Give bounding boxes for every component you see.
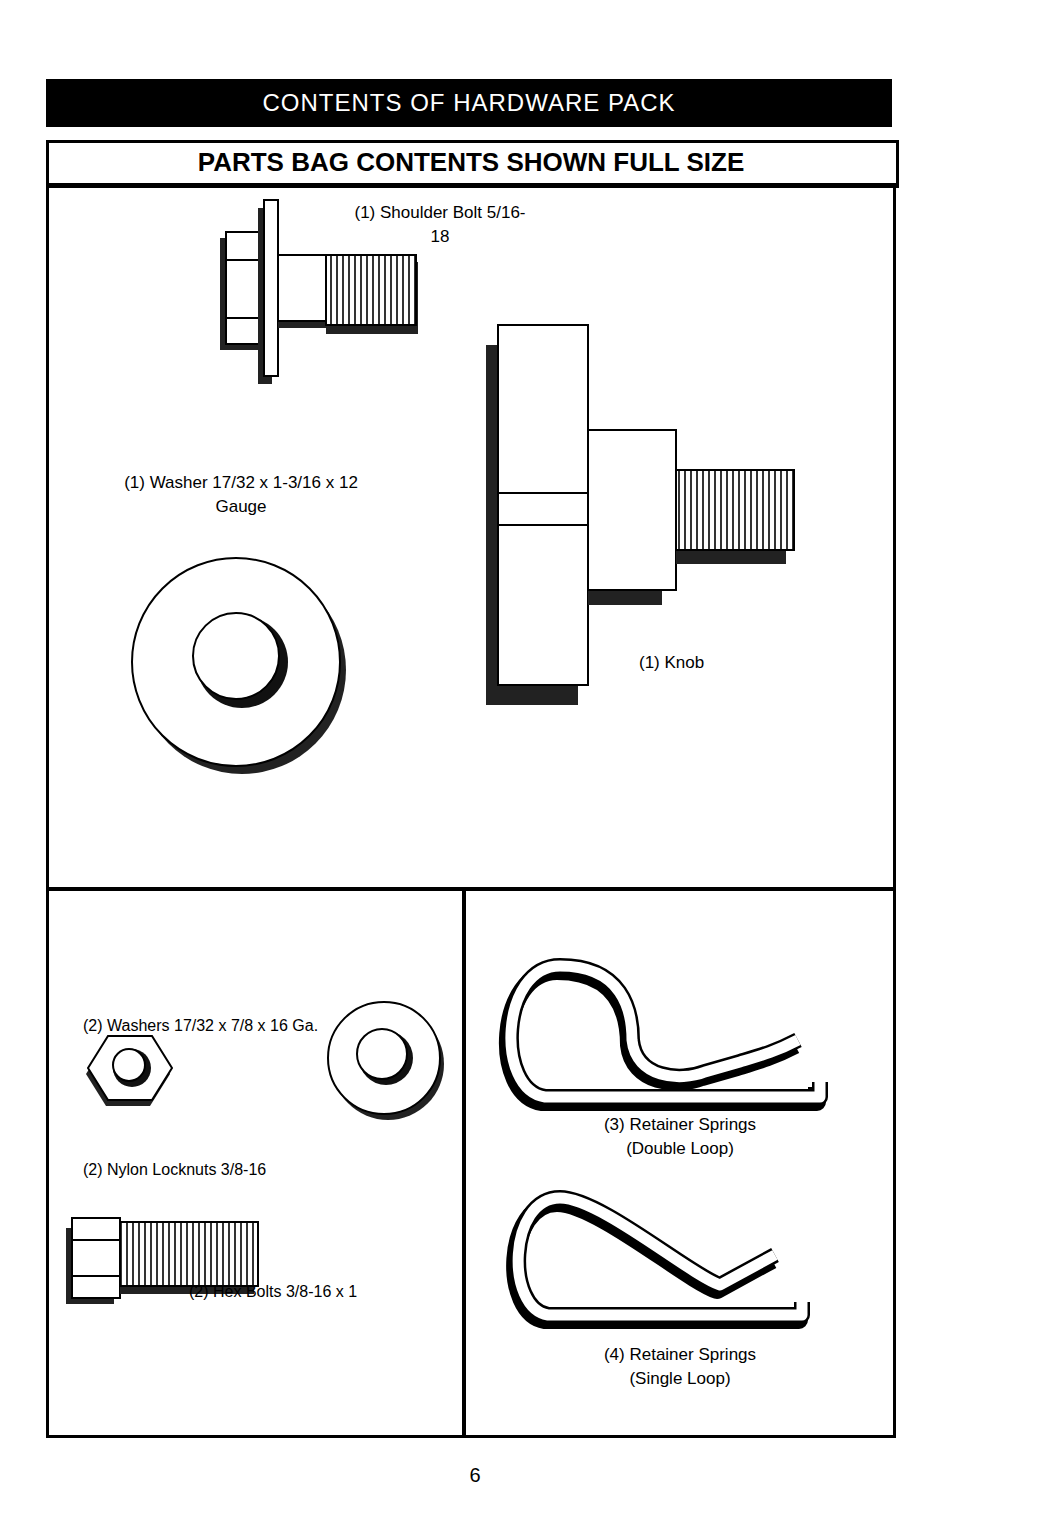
part-label: (1) Washer 17/32 x 1-3/16 x 12 Gauge: [116, 471, 366, 519]
page-number: 6: [460, 1464, 490, 1487]
part-label: (2) Nylon Locknuts 3/8-16: [83, 1159, 363, 1181]
part-label: (2) Hex Bolts 3/8-16 x 1: [189, 1281, 439, 1303]
double-loop-retainer-spring: [508, 966, 820, 1102]
shoulder-bolt: [220, 200, 418, 384]
parts-panel: (3) Retainer Springs (Double Loop) (4) Re…: [463, 888, 896, 1438]
part-label: (1) Knob: [639, 651, 759, 675]
header-band: PARTS BAG CONTENTS SHOWN FULL SIZE: [46, 140, 899, 188]
page-title: CONTENTS OF HARDWARE PACK: [46, 79, 892, 127]
part-label: (3) Retainer Springs (Double Loop): [580, 1113, 780, 1161]
title-bar: [46, 79, 892, 127]
knob: [486, 325, 794, 705]
parts-panel: (1) Shoulder Bolt 5/16-18 (1) Washer 17/3…: [46, 183, 896, 890]
parts-panel: (2) Washers 17/32 x 7/8 x 16 Ga. (2) Nylo…: [46, 888, 465, 1438]
part-label: (2) Washers 17/32 x 7/8 x 16 Ga.: [83, 1015, 383, 1037]
panel-heading: PARTS BAG CONTENTS SHOWN FULL SIZE: [49, 143, 893, 182]
small-washer: [328, 1002, 444, 1120]
part-label: (4) Retainer Springs (Single Loop): [580, 1343, 780, 1391]
nylon-locknut: [86, 1036, 172, 1106]
single-loop-retainer-spring: [515, 1198, 802, 1320]
part-label: (1) Shoulder Bolt 5/16-18: [350, 201, 530, 249]
large-washer: [132, 558, 346, 774]
